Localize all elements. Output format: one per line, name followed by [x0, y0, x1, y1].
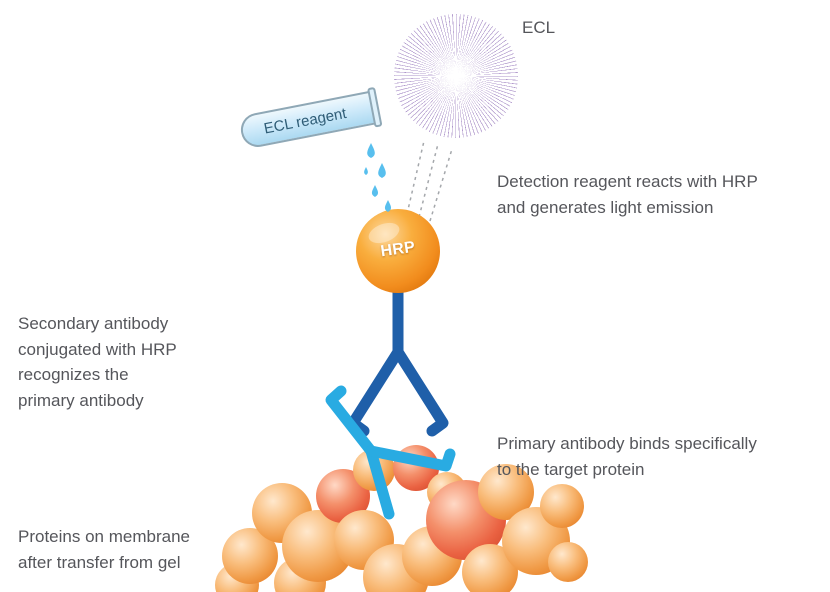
caption-proteins-membrane: Proteins on membrane after transfer from… — [18, 527, 190, 572]
protein-sphere — [462, 544, 518, 592]
protein-spheres-icon — [215, 445, 588, 592]
protein-sphere — [540, 484, 584, 528]
ecl-burst-icon — [394, 14, 518, 138]
protein-sphere — [548, 542, 588, 582]
burst-sparkle-icon — [441, 61, 471, 91]
protein-sphere — [478, 464, 534, 520]
reagent-drops-icon — [364, 143, 392, 212]
secondary-antibody-icon — [347, 280, 449, 437]
caption-detection: Detection reagent reacts with HRP and ge… — [497, 172, 758, 217]
protein-sphere — [222, 528, 278, 584]
protein-sphere — [316, 469, 370, 523]
caption-primary-antibody: Primary antibody binds specifically to t… — [497, 434, 757, 479]
hrp-sphere-icon — [356, 209, 440, 293]
ecl-label: ECL — [522, 18, 556, 37]
light-emission-dashes-icon — [406, 140, 453, 222]
primary-antibody-icon — [325, 385, 456, 520]
caption-secondary-antibody: Secondary antibody conjugated with HRP r… — [18, 314, 177, 410]
protein-sphere — [282, 510, 354, 582]
